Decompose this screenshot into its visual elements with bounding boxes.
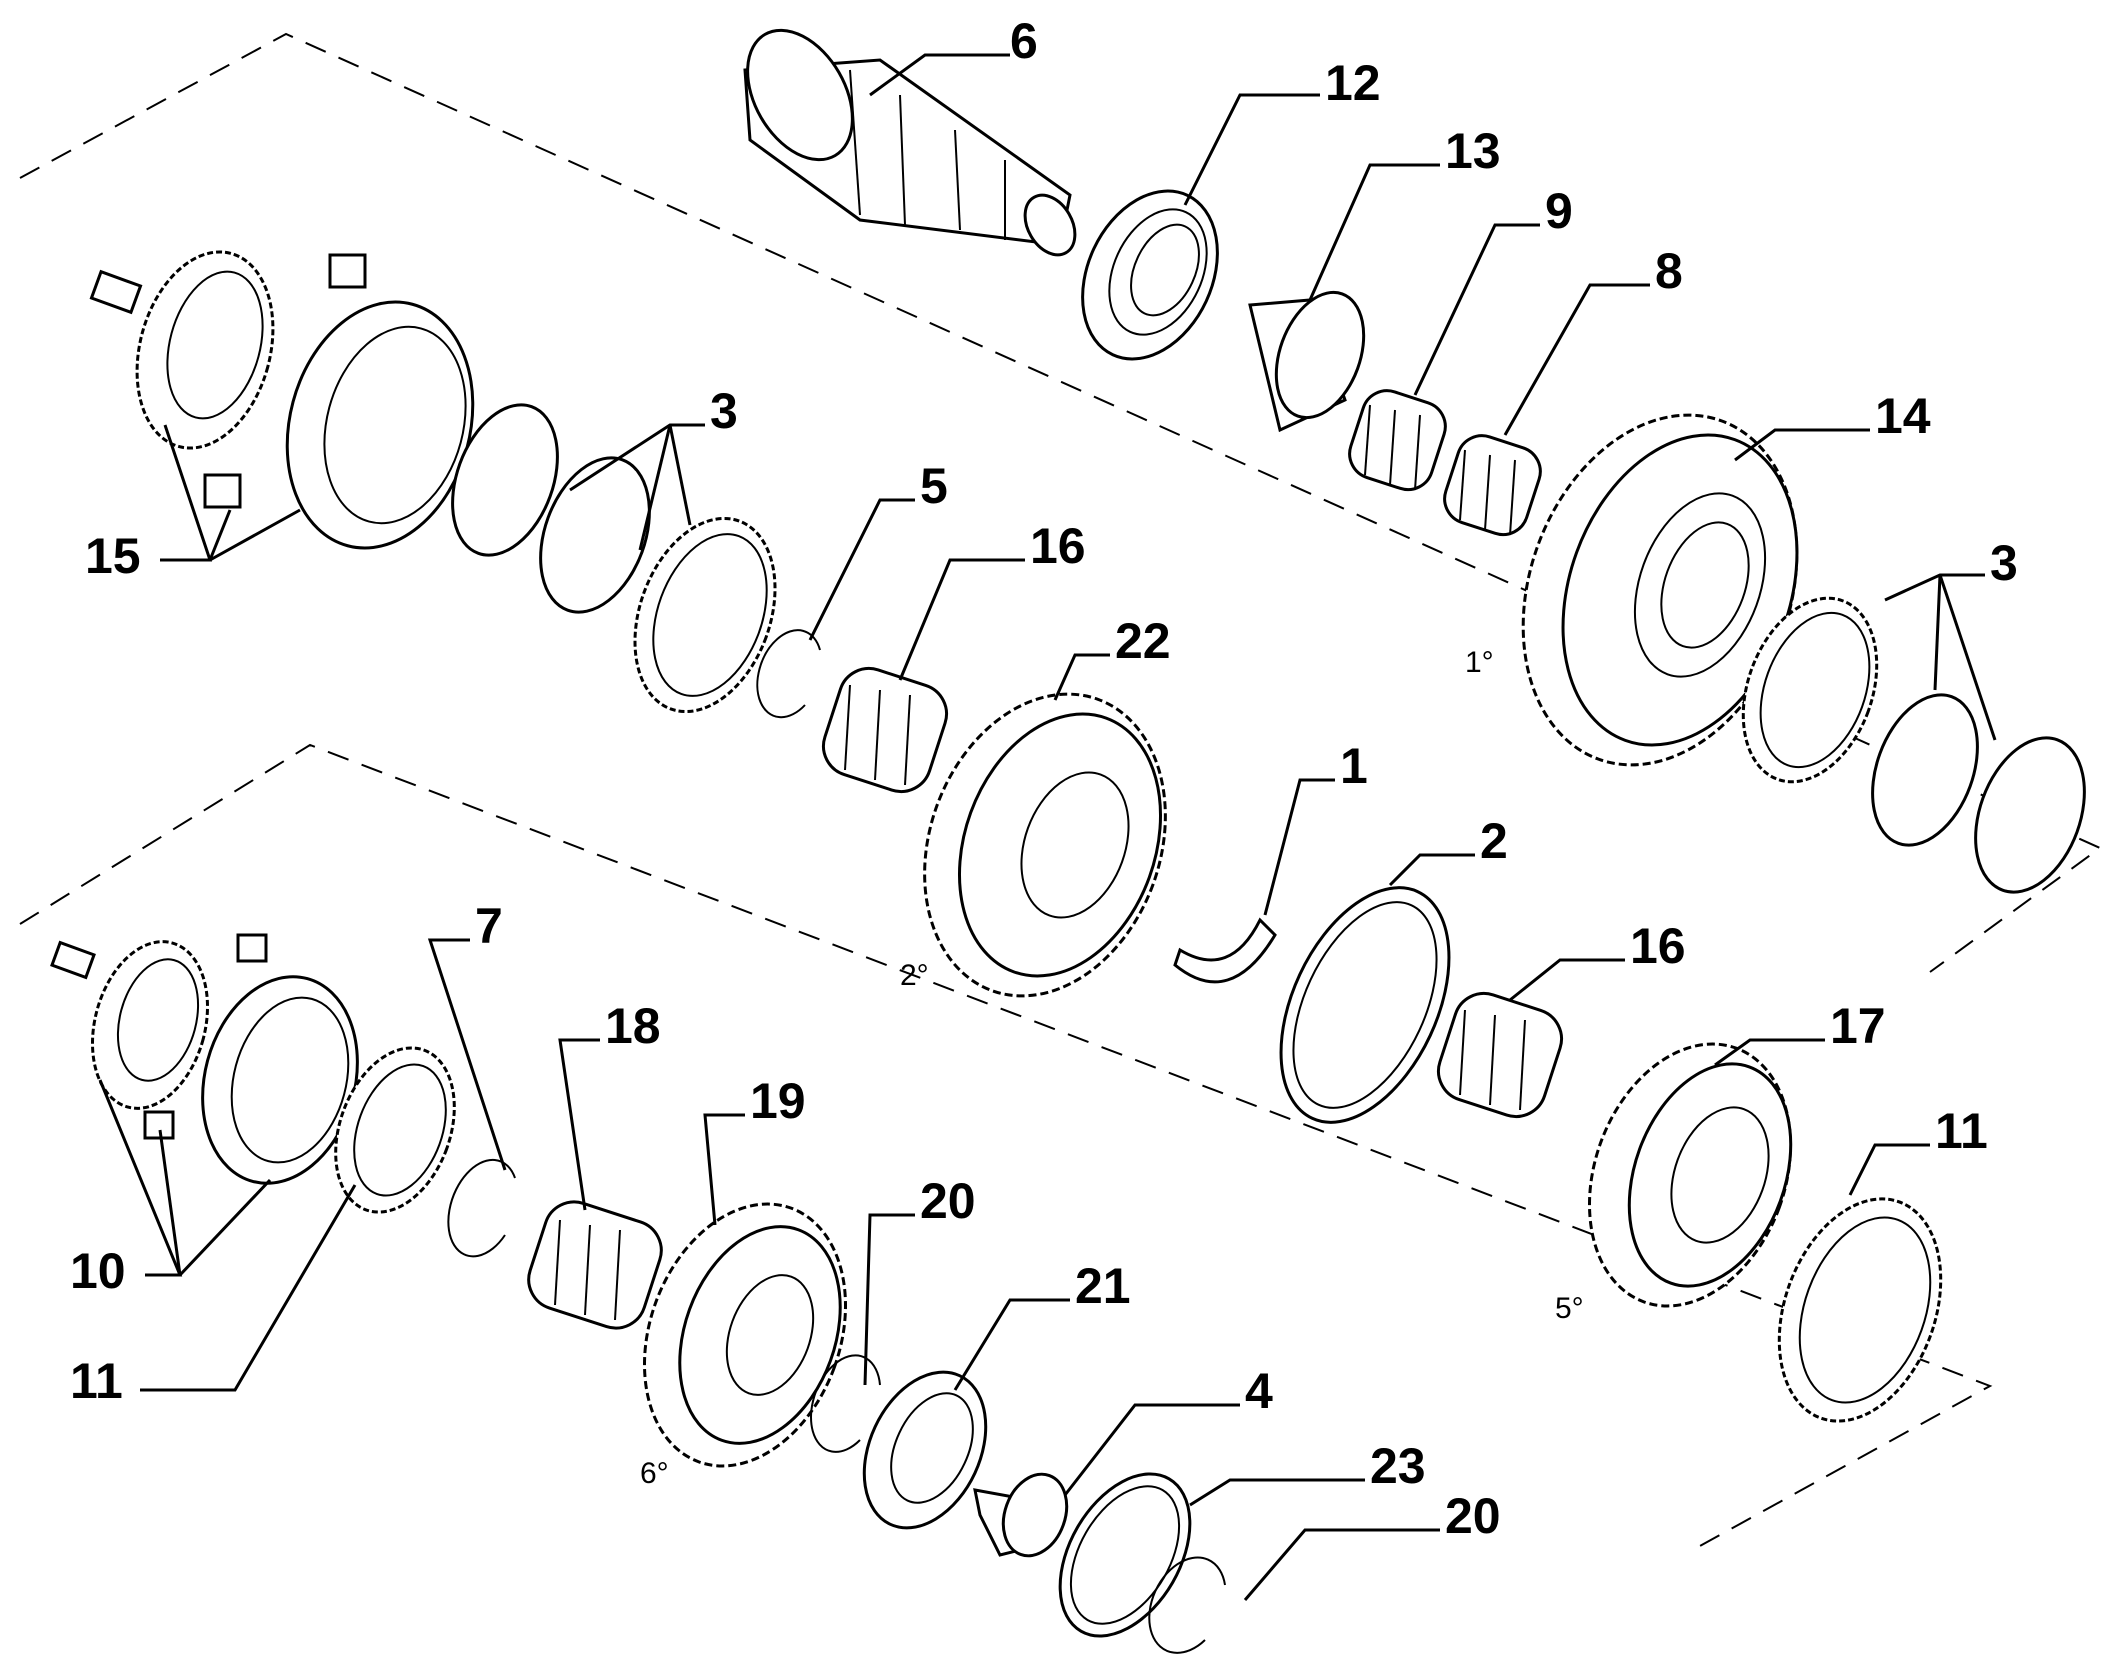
leader-9: [1413, 223, 1540, 396]
leader-11b: [140, 1184, 357, 1392]
label-part-20-upper: 20: [920, 1173, 976, 1229]
label-part-10: 10: [70, 1243, 126, 1299]
leader-13: [1308, 163, 1440, 301]
part-needle-bearing-9: [1348, 389, 1447, 492]
label-part-14: 14: [1875, 388, 1931, 444]
part-labels: 6 12 13 9 8 14 3 3 5 16 22 15 1 2 16 17 …: [70, 13, 2018, 1544]
lower-dashed-boundary: [19, 743, 1993, 1547]
label-part-19: 19: [750, 1073, 806, 1129]
dashed-boundaries: [19, 32, 2102, 1547]
leader-10-2: [158, 1129, 182, 1276]
part-snap-ring-7: [447, 1158, 516, 1258]
leader-3b-3: [1938, 574, 1997, 741]
leader-3a-3: [668, 424, 692, 526]
part-thrust-washer-2: [1279, 886, 1451, 1124]
part-bolt-4: [973, 1472, 1069, 1558]
label-part-13: 13: [1445, 123, 1501, 179]
label-part-1: 1: [1340, 738, 1368, 794]
leader-11a: [1848, 1143, 1930, 1196]
part-synchro-rings-right: [1741, 596, 2086, 894]
leader-3a-2: [638, 424, 672, 551]
part-half-ring-1: [1173, 917, 1277, 984]
gear-labels: 1° 2° 5° 6°: [640, 646, 1584, 1490]
part-synchro-ring-11a: [1777, 1197, 1943, 1423]
label-part-18: 18: [605, 998, 661, 1054]
label-part-16-lower: 16: [1630, 918, 1686, 974]
leader-22: [1053, 653, 1110, 701]
label-part-4: 4: [1245, 1363, 1273, 1419]
part-gear-14: [1521, 413, 1799, 767]
label-part-7: 7: [475, 898, 503, 954]
leader-3b-2: [1933, 574, 1942, 691]
label-gear-1: 1°: [1465, 646, 1494, 679]
leader-18: [558, 1038, 600, 1211]
part-shaft: [743, 28, 1077, 257]
leader-2: [1388, 853, 1475, 887]
label-part-12: 12: [1325, 55, 1381, 111]
part-gear-19: [642, 1202, 848, 1468]
label-part-9: 9: [1545, 183, 1573, 239]
label-part-21: 21: [1075, 1258, 1131, 1314]
leader-5: [808, 498, 915, 641]
label-part-11-left: 11: [70, 1353, 123, 1409]
label-part-22: 22: [1115, 613, 1171, 669]
part-needle-bearing-18: [527, 1200, 663, 1330]
leader-10-3: [178, 1178, 272, 1277]
label-part-6: 6: [1010, 13, 1038, 69]
label-gear-6: 6°: [640, 1457, 669, 1490]
part-needle-bearing-16b: [1436, 991, 1564, 1119]
leader-lines: [98, 53, 1997, 1601]
label-part-16-upper: 16: [1030, 518, 1086, 574]
label-part-3-right: 3: [1990, 535, 2018, 591]
part-synchro-hub-15: [89, 250, 475, 550]
leader-1: [1263, 778, 1335, 916]
part-snap-ring-20b: [1148, 1556, 1226, 1654]
leader-19: [703, 1113, 745, 1226]
leader-20b: [1243, 1528, 1440, 1601]
leader-8: [1503, 283, 1650, 436]
leader-16b: [1509, 958, 1625, 1002]
label-part-17: 17: [1830, 998, 1886, 1054]
part-needle-bearing-16a: [821, 666, 949, 794]
leader-16a: [898, 558, 1025, 681]
part-snap-ring-5: [756, 629, 821, 719]
label-part-20-lower: 20: [1445, 1488, 1501, 1544]
leader-7: [427, 938, 507, 1171]
label-part-11-right: 11: [1935, 1103, 1988, 1159]
leader-23: [1189, 1478, 1365, 1507]
part-snap-ring-20a: [810, 1354, 881, 1453]
leader-21: [953, 1298, 1070, 1391]
upper-dashed-boundary: [19, 32, 2102, 973]
part-sleeve-13: [1248, 290, 1366, 433]
part-bearing-12: [1081, 189, 1219, 361]
leader-4: [1063, 1403, 1240, 1496]
label-gear-2: 2°: [900, 959, 929, 992]
part-gear-22: [923, 692, 1167, 998]
leader-15-3: [209, 508, 301, 562]
part-bearing-21: [862, 1370, 988, 1530]
label-part-2: 2: [1480, 813, 1508, 869]
label-gear-5: 5°: [1555, 1292, 1584, 1325]
leader-3b-1: [1884, 573, 1985, 602]
part-washer-23: [1058, 1472, 1192, 1638]
label-part-15: 15: [85, 528, 141, 584]
leader-12: [1183, 93, 1320, 206]
part-synchro-rings-left: [451, 403, 777, 714]
label-part-3-left: 3: [710, 383, 738, 439]
part-synchro-hub-10: [50, 933, 359, 1185]
leader-14: [1734, 428, 1870, 462]
leader-6: [869, 53, 1010, 97]
label-part-5: 5: [920, 458, 948, 514]
part-synchro-ring-11b: [334, 1046, 456, 1214]
leader-15-2: [208, 509, 232, 561]
label-part-8: 8: [1655, 243, 1683, 299]
part-gear-17: [1587, 1042, 1793, 1308]
leader-20a: [863, 1213, 915, 1386]
leader-17: [1714, 1038, 1825, 1067]
label-part-23: 23: [1370, 1438, 1426, 1494]
part-needle-bearing-8: [1443, 434, 1542, 537]
